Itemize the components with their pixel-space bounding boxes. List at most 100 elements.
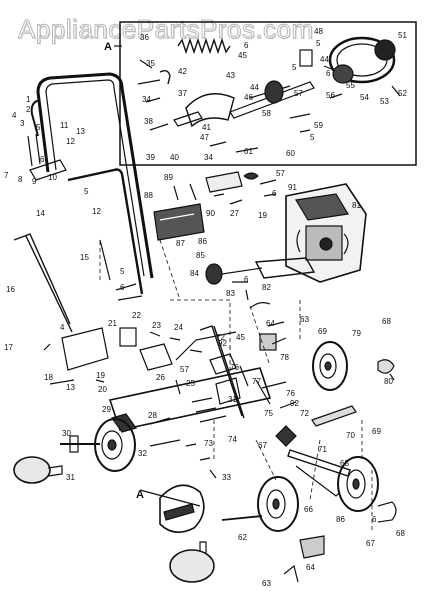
part-label: 11 bbox=[60, 121, 69, 130]
part-label: 30 bbox=[62, 429, 71, 438]
part-label: 31 bbox=[228, 395, 237, 404]
part-label: 76 bbox=[230, 363, 239, 372]
part-label: 9 bbox=[32, 177, 37, 186]
part-label: 4 bbox=[12, 111, 17, 120]
part-label: 5 bbox=[292, 63, 297, 72]
part-label: 40 bbox=[170, 153, 179, 162]
part-label: 59 bbox=[314, 121, 323, 130]
wheel-left-rear bbox=[60, 418, 136, 472]
wheel-right-front bbox=[337, 456, 397, 523]
part-label: 5 bbox=[310, 133, 315, 142]
part-label: 64 bbox=[266, 319, 275, 328]
part-label: 6 bbox=[372, 515, 377, 524]
wheel-cap-left bbox=[13, 456, 63, 484]
part-label: 17 bbox=[4, 343, 13, 352]
part-label: 77 bbox=[252, 377, 261, 386]
part-label: 21 bbox=[108, 319, 117, 328]
part-label: 57 bbox=[180, 365, 189, 374]
part-label: 42 bbox=[178, 67, 187, 76]
part-label: 10 bbox=[48, 173, 57, 182]
part-label: 87 bbox=[176, 239, 185, 248]
part-label: 13 bbox=[76, 127, 85, 136]
part-label: 5 bbox=[120, 267, 125, 276]
part-label: 25 bbox=[186, 379, 195, 388]
part-label: 8 bbox=[18, 175, 23, 184]
part-label: 6 bbox=[244, 41, 249, 50]
part-label: 14 bbox=[36, 209, 45, 218]
part-label: 46 bbox=[244, 93, 253, 102]
part-label: 16 bbox=[6, 285, 15, 294]
part-label: 63 bbox=[262, 579, 271, 588]
part-label: 1 bbox=[26, 95, 31, 104]
part-label: 76 bbox=[286, 389, 295, 398]
part-label: 15 bbox=[80, 253, 89, 262]
part-label: 4 bbox=[60, 323, 65, 332]
part-label: 79 bbox=[352, 329, 361, 338]
part-label: 71 bbox=[318, 445, 327, 454]
watermark: AppliancePartsPros.com bbox=[18, 14, 314, 45]
part-label: 19 bbox=[258, 211, 267, 220]
part-label: 39 bbox=[146, 153, 155, 162]
part-label: 74 bbox=[228, 435, 237, 444]
part-label: 18 bbox=[44, 373, 53, 382]
part-label: 84 bbox=[190, 269, 199, 278]
part-label: 70 bbox=[346, 431, 355, 440]
part-label: 45 bbox=[236, 333, 245, 342]
part-label: 6 bbox=[244, 275, 249, 284]
part-label: 32 bbox=[138, 449, 147, 458]
part-label: 80 bbox=[384, 377, 393, 386]
part-label: 78 bbox=[280, 353, 289, 362]
part-label: 6 bbox=[120, 283, 125, 292]
part-label: 68 bbox=[396, 529, 405, 538]
part-label: 13 bbox=[66, 383, 75, 392]
part-label: 29 bbox=[102, 405, 111, 414]
part-label: 68 bbox=[382, 317, 391, 326]
part-label: 58 bbox=[262, 109, 271, 118]
part-label: 72 bbox=[216, 333, 225, 342]
inset-detail-box: A bbox=[104, 21, 417, 166]
part-label: 53 bbox=[380, 97, 389, 106]
part-label: 91 bbox=[288, 183, 297, 192]
part-label: 56 bbox=[326, 91, 335, 100]
part-label: 28 bbox=[148, 411, 157, 420]
part-label: 82 bbox=[262, 283, 271, 292]
part-label: 81 bbox=[352, 201, 361, 210]
part-label: 7 bbox=[4, 171, 9, 180]
part-label: 19 bbox=[96, 371, 105, 380]
part-label: 66 bbox=[304, 505, 313, 514]
part-label: 5 bbox=[36, 123, 41, 132]
part-label: 44 bbox=[250, 83, 259, 92]
part-label: 37 bbox=[178, 89, 187, 98]
part-label: 23 bbox=[152, 321, 161, 330]
part-label: 67 bbox=[366, 539, 375, 548]
part-label: 26 bbox=[156, 373, 165, 382]
part-label: 22 bbox=[132, 311, 141, 320]
part-label: 12 bbox=[92, 207, 101, 216]
part-label: 48 bbox=[314, 27, 323, 36]
part-label: 35 bbox=[146, 59, 155, 68]
part-label: 5 bbox=[84, 187, 89, 196]
part-label: 89 bbox=[164, 173, 173, 182]
part-label: 31 bbox=[66, 473, 75, 482]
part-label: 43 bbox=[226, 71, 235, 80]
part-label: 34 bbox=[204, 153, 213, 162]
part-label: 27 bbox=[230, 209, 239, 218]
part-label: 72 bbox=[300, 409, 309, 418]
part-label: 6 bbox=[326, 69, 331, 78]
part-label: 60 bbox=[286, 149, 295, 158]
part-label: 75 bbox=[264, 409, 273, 418]
part-label: 44 bbox=[320, 55, 329, 64]
part-label: 38 bbox=[144, 117, 153, 126]
detail-marker: A bbox=[136, 489, 144, 501]
part-label: 86 bbox=[336, 515, 345, 524]
part-label: 69 bbox=[372, 427, 381, 436]
part-label: 69 bbox=[318, 327, 327, 336]
part-label: 6 bbox=[40, 155, 45, 164]
part-label: 55 bbox=[346, 81, 355, 90]
part-label: 61 bbox=[244, 147, 253, 156]
part-label: 41 bbox=[202, 123, 211, 132]
inset-marker: A bbox=[104, 41, 112, 53]
